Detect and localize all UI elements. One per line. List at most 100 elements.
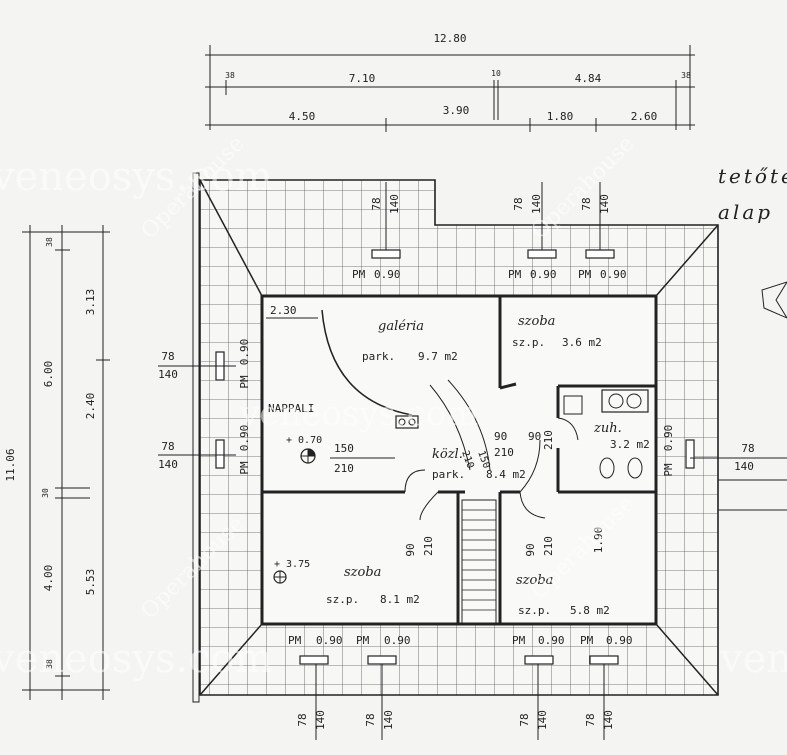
watermark-brand-4: veneosys.com: [719, 636, 787, 682]
pm-left-1-size: 0.90: [238, 339, 251, 366]
room-szoba-sw-area: 8.1 m2: [380, 593, 420, 606]
dim-left-2: 6.00: [42, 361, 55, 388]
room-szoba-se-name: szoba: [516, 573, 553, 588]
sill-top-2a: 78: [512, 197, 525, 210]
dim-left-5: 38: [45, 659, 54, 669]
sill-right-a: 78: [741, 442, 754, 455]
dim-second-3: 1.80: [547, 110, 574, 123]
pm-left-2-label: PM: [238, 461, 251, 475]
pm-top-3-label: PM: [578, 268, 592, 281]
sill-top-3a: 78: [580, 197, 593, 210]
dim-top-3: 10: [491, 69, 501, 78]
sill-left-2a: 78: [161, 440, 174, 453]
room-szoba-sw-floor: sz.p.: [326, 593, 359, 606]
pm-bottom-1-size: 0.90: [316, 634, 343, 647]
sill-bottom-3b: 140: [536, 710, 549, 730]
interior: [260, 294, 658, 626]
pm-bottom-4-size: 0.90: [606, 634, 633, 647]
sill-left-1b: 140: [158, 368, 178, 381]
pm-left-1-label: PM: [238, 375, 251, 389]
door-90-b: 90: [528, 430, 541, 443]
dimension-lines: [22, 45, 787, 740]
watermark-brand-3: veneosys.com: [0, 636, 273, 682]
door-90-a: 90: [494, 430, 507, 443]
pm-top-3-size: 0.90: [600, 268, 627, 281]
dim-overall-width: 12.80: [433, 32, 466, 45]
dim-left-inner-2: 2.40: [84, 393, 97, 420]
sill-bottom-4a: 78: [584, 713, 597, 726]
dim-top-1: 38: [225, 71, 235, 80]
sill-top-1b: 140: [388, 194, 401, 214]
title-line-2: alap: [718, 200, 773, 224]
pm-bottom-2-label: PM: [356, 634, 370, 647]
dim-second-1: 4.50: [289, 110, 316, 123]
room-szoba-sw-name: szoba: [344, 565, 381, 580]
pm-right-size: 0.90: [662, 425, 675, 452]
pm-top-2-size: 0.90: [530, 268, 557, 281]
room-galeria-floor: park.: [362, 350, 395, 363]
room-szoba-se-floor: sz.p.: [518, 604, 551, 617]
compass-icon: [761, 281, 787, 319]
dim-top-2: 7.10: [349, 72, 376, 85]
dim-left-1: 38: [45, 237, 54, 247]
door-210-a: 210: [334, 462, 354, 475]
watermark-brand-2: veneosys.com: [239, 394, 478, 434]
level-2: + 3.75: [274, 559, 310, 570]
sill-top-2b: 140: [530, 194, 543, 214]
room-zuh-name: zuh.: [593, 421, 622, 436]
door-210-d: 210: [422, 536, 435, 556]
pm-bottom-2-size: 0.90: [384, 634, 411, 647]
dim-top-4: 4.84: [575, 72, 602, 85]
pm-bottom-3-size: 0.90: [538, 634, 565, 647]
staircase: [461, 499, 497, 625]
room-kozl-area: 8.4 m2: [486, 468, 526, 481]
pm-top-1-size: 0.90: [374, 268, 401, 281]
pm-top-1-label: PM: [352, 268, 366, 281]
dim-second-4: 2.60: [631, 110, 658, 123]
sill-top-3b: 140: [598, 194, 611, 214]
door-210-b: 210: [494, 446, 514, 459]
door-190: 1.90: [592, 527, 605, 554]
dim-second-2: 3.90: [443, 104, 470, 117]
bathroom-fixtures: [563, 389, 649, 479]
dim-inner-small: 2.30: [270, 304, 297, 317]
sill-bottom-2a: 78: [364, 713, 377, 726]
sill-bottom-1a: 78: [296, 713, 309, 726]
dim-left-inner-3: 5.53: [84, 569, 97, 596]
sill-left-2b: 140: [158, 458, 178, 471]
sill-bottom-2b: 140: [382, 710, 395, 730]
room-kozl-name: közl.: [432, 447, 463, 462]
room-galeria-area: 9.7 m2: [418, 350, 458, 363]
door-150: 150: [334, 442, 354, 455]
pm-right-label: PM: [662, 463, 675, 477]
dim-left-4: 4.00: [42, 565, 55, 592]
dim-top-5: 38: [681, 71, 691, 80]
door-210-c: 210: [542, 430, 555, 450]
watermark-brand-1: veneosys.com: [0, 154, 273, 200]
dim-overall-height: 11.06: [4, 448, 17, 481]
room-szoba-ne-floor: sz.p.: [512, 336, 545, 349]
dim-left-inner-1: 3.13: [84, 289, 97, 316]
dim-left-3: 30: [41, 488, 50, 498]
door-210-e: 210: [542, 536, 555, 556]
room-zuh-area: 3.2 m2: [610, 438, 650, 451]
room-szoba-ne-area: 3.6 m2: [562, 336, 602, 349]
sill-bottom-3a: 78: [518, 713, 531, 726]
sill-right-b: 140: [734, 460, 754, 473]
pm-bottom-4-label: PM: [580, 634, 594, 647]
door-90-c: 90: [404, 543, 417, 556]
pm-left-2-size: 0.90: [238, 425, 251, 452]
room-szoba-ne-name: szoba: [518, 314, 555, 329]
pm-bottom-1-label: PM: [288, 634, 302, 647]
sill-bottom-1b: 140: [314, 710, 327, 730]
room-galeria-name: galéria: [378, 319, 424, 334]
room-szoba-se-area: 5.8 m2: [570, 604, 610, 617]
sill-bottom-4b: 140: [602, 710, 615, 730]
sill-left-1a: 78: [161, 350, 174, 363]
level-1: + 0.70: [286, 435, 322, 446]
pm-top-2-label: PM: [508, 268, 522, 281]
room-kozl-floor: park.: [432, 468, 465, 481]
sill-top-1a: 78: [370, 197, 383, 210]
pm-bottom-3-label: PM: [512, 634, 526, 647]
